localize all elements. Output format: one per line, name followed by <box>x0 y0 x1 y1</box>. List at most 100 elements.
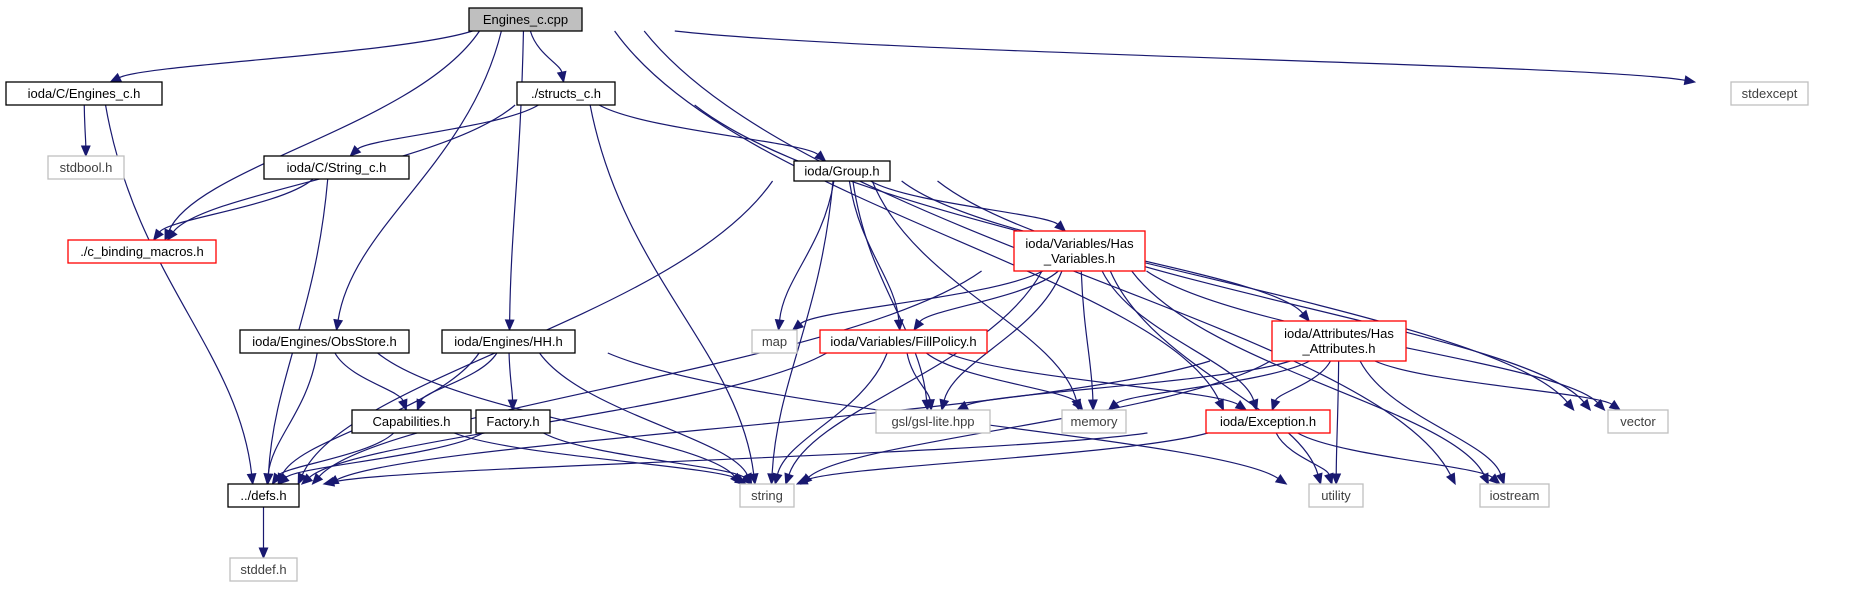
node-ioda-group-h[interactable]: ioda/Group.h <box>793 160 891 182</box>
node-stddef-h: stddef.h <box>229 557 298 582</box>
node-structs-c-h[interactable]: ./structs_c.h <box>516 81 616 106</box>
node-label: gsl/gsl-lite.hpp <box>891 414 974 429</box>
node-ioda-c-string-c-h[interactable]: ioda/C/String_c.h <box>263 155 410 180</box>
arrowhead-ioda_c_engines_c_h-to-stdbool_h <box>80 145 91 158</box>
edge-has_attributes_h-to-string <box>808 360 1271 478</box>
arrowhead-has_variables_h-to-fillpolicy_h <box>913 318 925 332</box>
node-memory: memory <box>1061 409 1127 434</box>
edge-has_variables_h-to-gsl_lite_hpp <box>943 270 1063 401</box>
edge-has_variables_h-to-fillpolicy_h <box>919 270 1059 323</box>
edge-ioda_group_h-to-memory <box>871 180 1077 401</box>
node-label: stdbool.h <box>60 160 113 175</box>
edge-has_variables_h-to-defs_h <box>318 270 982 477</box>
edge-exception_h-to-iostream <box>1297 432 1493 478</box>
node-box <box>1013 230 1146 272</box>
arrowhead-engines_c_cpp-to-hh_h <box>504 319 515 332</box>
arrowhead-structs_c_h-to-ioda_group_h <box>814 150 827 162</box>
node-utility: utility <box>1308 483 1364 508</box>
edge-has_attributes_h-to-memory <box>1115 360 1310 405</box>
edge-fillpolicy_h-to-string <box>776 352 888 475</box>
node-label: ioda/Exception.h <box>1220 414 1316 429</box>
node-label: ioda/Engines/ObsStore.h <box>252 334 397 349</box>
node-box <box>819 329 988 354</box>
node-stdbool-h: stdbool.h <box>47 155 125 180</box>
node-box <box>739 483 795 508</box>
arrowhead-structs_c_h-to-vector <box>1563 398 1575 411</box>
node-box <box>67 239 217 264</box>
edge-has_variables_h-to-utility <box>1109 270 1319 475</box>
arrowhead-defs_h-to-stddef_h <box>258 547 269 560</box>
edge-ioda_c_engines_c_h-to-stdbool_h <box>83 104 87 147</box>
node-capabilities-h[interactable]: Capabilities.h <box>351 409 472 434</box>
node-c-binding-macros-h[interactable]: ./c_binding_macros.h <box>67 239 217 264</box>
arrowhead-structs_c_h-to-c_binding_macros_h <box>166 228 178 242</box>
arrowhead-engines_c_cpp-to-ioda_c_engines_c_h <box>109 72 123 83</box>
node-box <box>351 409 472 434</box>
arrowhead-factory_h-to-defs_h <box>277 473 290 485</box>
edge-ioda_group_h-to-has_variables_h <box>870 180 1059 225</box>
node-label: utility <box>1321 488 1351 503</box>
edge-ioda_group_h-to-vector <box>937 180 1585 403</box>
node-has-variables-h[interactable]: ioda/Variables/Has_Variables.h <box>1013 230 1146 272</box>
edge-exception_h-to-utility <box>1275 432 1330 475</box>
edge-obsstore_h-to-string <box>377 352 735 477</box>
node-vector: vector <box>1607 409 1669 434</box>
arrowhead-ioda_c_engines_c_h-to-defs_h <box>246 473 257 486</box>
arrowhead-factory_h-to-string <box>740 473 753 485</box>
edge-fillpolicy_h-to-memory <box>925 352 1077 403</box>
arrowhead-obsstore_h-to-defs_h <box>263 473 274 486</box>
edge-engines_c_cpp-to-obsstore_h <box>337 30 502 321</box>
edge-hh_h-to-factory_h <box>508 352 514 401</box>
node-defs-h[interactable]: ../defs.h <box>227 483 300 508</box>
arrowhead-capabilities_h-to-defs_h <box>271 472 283 486</box>
node-has-attributes-h[interactable]: ioda/Attributes/Has_Attributes.h <box>1271 320 1407 362</box>
node-hh-h[interactable]: ioda/Engines/HH.h <box>441 329 576 354</box>
arrowhead-exception_h-to-defs_h <box>322 476 336 487</box>
edge-ioda_c_string_c_h-to-defs_h <box>267 178 329 475</box>
edge-obsstore_h-to-capabilities_h <box>334 352 404 401</box>
arrowhead-has_attributes_h-to-vector <box>1608 399 1622 411</box>
arrowhead-ioda_group_h-to-map <box>774 319 785 332</box>
edge-hh_h-to-capabilities_h <box>420 352 498 402</box>
node-box <box>751 329 798 354</box>
node-layer: Engines_c.cpp ioda/C/Engines_c.h ./structs… <box>5 7 1809 582</box>
node-obsstore-h[interactable]: ioda/Engines/ObsStore.h <box>239 329 410 354</box>
edge-structs_c_h-to-ioda_c_string_c_h <box>357 104 539 150</box>
arrowhead-has_variables_h-to-defs_h <box>311 472 324 485</box>
node-box <box>468 7 583 32</box>
arrowhead-hh_h-to-factory_h <box>507 399 518 412</box>
node-label: ../defs.h <box>240 488 286 503</box>
node-factory-h[interactable]: Factory.h <box>475 409 551 434</box>
node-exception-h[interactable]: ioda/Exception.h <box>1205 409 1331 434</box>
node-label: ./c_binding_macros.h <box>80 244 204 259</box>
arrowhead-exception_h-to-string <box>795 475 809 485</box>
node-box <box>1271 320 1407 362</box>
edge-obsstore_h-to-defs_h <box>267 352 318 475</box>
node-ioda-c-engines-c-h[interactable]: ioda/C/Engines_c.h <box>5 81 163 106</box>
node-box <box>875 409 991 434</box>
node-engines-c-cpp[interactable]: Engines_c.cpp <box>468 7 583 32</box>
node-label: stdexcept <box>1742 86 1798 101</box>
node-label: memory <box>1071 414 1118 429</box>
node-fillpolicy-h[interactable]: ioda/Variables/FillPolicy.h <box>819 329 988 354</box>
arrowhead-structs_c_h-to-ioda_c_string_c_h <box>349 145 362 157</box>
node-box <box>239 329 410 354</box>
arrowhead-engines_c_cpp-to-iostream <box>1445 472 1456 486</box>
edge-engines_c_cpp-to-structs_c_h <box>529 30 563 73</box>
arrowhead-has_attributes_h-to-utility <box>1331 473 1342 486</box>
arrowhead-engines_c_cpp-to-structs_c_h <box>556 70 567 84</box>
arrowhead-hh_h-to-utility <box>1274 474 1288 485</box>
edge-structs_c_h-to-ioda_group_h <box>598 104 819 155</box>
edge-ioda_group_h-to-map <box>779 180 835 321</box>
node-label: Factory.h <box>486 414 539 429</box>
arrowhead-has_variables_h-to-vector <box>1593 398 1606 411</box>
edge-engines_c_cpp-to-hh_h <box>509 30 525 321</box>
arrowhead-ioda_group_h-to-has_variables_h <box>1054 220 1067 232</box>
node-box <box>227 483 300 508</box>
node-box <box>793 160 891 182</box>
edge-has_variables_h-to-memory <box>1080 270 1094 401</box>
node-label: iostream <box>1490 488 1540 503</box>
arrowhead-ioda_group_h-to-vector <box>1579 398 1592 412</box>
arrowhead-exception_h-to-iostream <box>1488 473 1501 485</box>
